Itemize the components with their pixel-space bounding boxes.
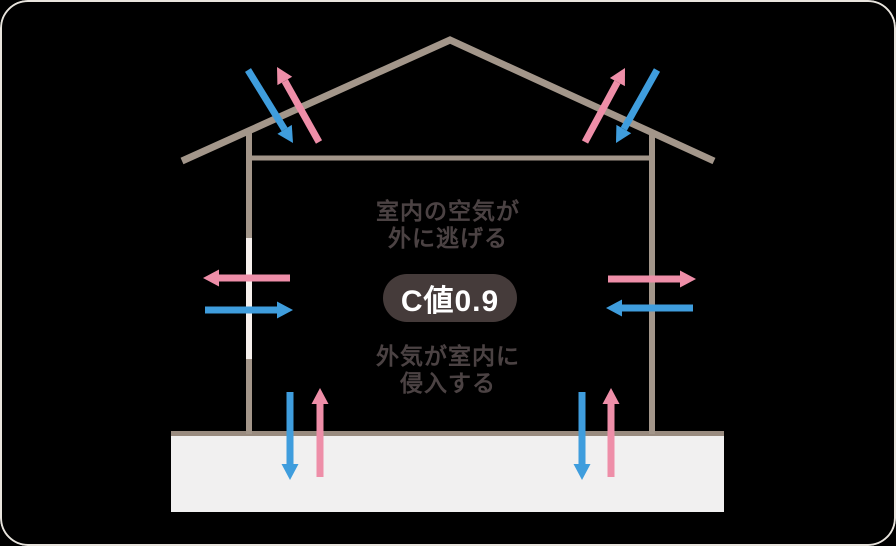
air-escape-caption-line1: 室内の空気が — [376, 198, 520, 224]
roof-left-inflow-arrow-icon — [245, 68, 293, 143]
air-intrude-caption: 外気が室内に 侵入する — [0, 343, 896, 397]
air-intrude-caption-line1: 外気が室内に — [376, 343, 520, 369]
wall-right-outflow-arrow-icon — [608, 270, 696, 288]
c-value-badge-label: C値0.9 — [400, 285, 500, 318]
floor-right-down-arrow-icon — [573, 392, 591, 480]
roof-left-outflow-arrow-icon — [277, 67, 323, 144]
floor-right-up-arrow-icon — [602, 388, 620, 477]
roof-right-outflow-arrow-icon — [581, 68, 625, 144]
air-escape-caption-line2: 外に逃げる — [388, 225, 508, 251]
ground — [171, 431, 724, 512]
floor-left-up-arrow-icon — [311, 388, 329, 477]
ground-slab — [171, 431, 724, 512]
c-value-badge: C値0.9 — [383, 274, 517, 322]
wall-right-inflow-arrow-icon — [606, 299, 693, 317]
floor-left-down-arrow-icon — [281, 392, 299, 480]
air-escape-caption: 室内の空気が 外に逃げる — [0, 198, 896, 252]
wall-left-outflow-arrow-icon — [203, 269, 290, 287]
roof-right-inflow-arrow-icon — [616, 68, 661, 143]
air-intrude-caption-line2: 侵入する — [400, 370, 496, 396]
roof-line — [180, 36, 716, 165]
wall-left-inflow-arrow-icon — [205, 301, 293, 319]
